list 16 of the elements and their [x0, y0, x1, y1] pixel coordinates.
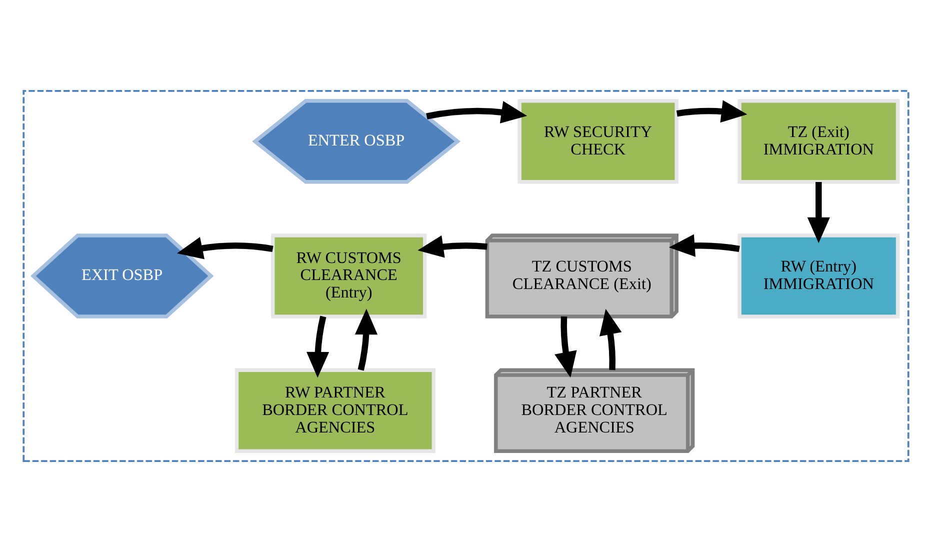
arrow — [807, 181, 830, 243]
node-box: RW (Entry) IMMIGRATION — [738, 233, 900, 318]
arrow — [418, 234, 488, 258]
arrow — [668, 234, 740, 256]
node-box: RW PARTNER BORDER CONTROL AGENCIES — [234, 368, 436, 452]
node-box: TZ (Exit) IMMIGRATION — [738, 98, 900, 184]
arrow — [599, 308, 622, 370]
cluster — [22, 90, 910, 462]
arrow — [426, 100, 528, 123]
arrow — [176, 236, 274, 259]
arrow — [306, 315, 330, 378]
node-box: RW SECURITY CHECK — [518, 98, 678, 184]
arrow — [554, 316, 577, 378]
arrow — [354, 308, 378, 370]
arrow — [676, 100, 748, 122]
node-box: RW CUSTOMS CLEARANCE (Entry) — [270, 233, 427, 318]
